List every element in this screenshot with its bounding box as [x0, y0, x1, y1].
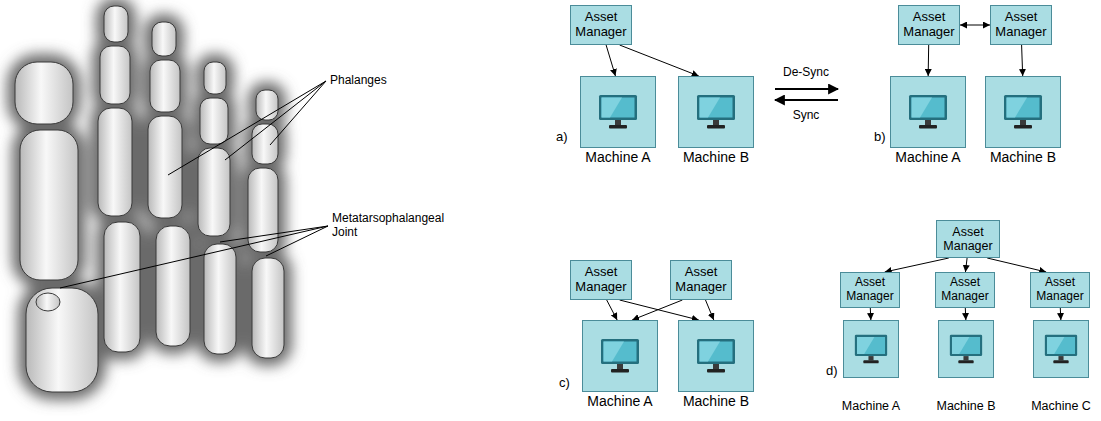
- machine-name: Machine B: [936, 399, 995, 413]
- connector-arrow: [606, 45, 615, 76]
- connector-arrow: [987, 258, 1046, 272]
- panel-letter: b): [874, 130, 886, 145]
- connector-arrow: [965, 258, 967, 272]
- leader-line: [266, 226, 328, 256]
- panel-letter: c): [559, 376, 570, 391]
- machine-name: Machine B: [990, 149, 1056, 165]
- computer-icon: [600, 338, 640, 374]
- leader-line: [270, 81, 326, 145]
- machine-name: Machine B: [683, 393, 749, 409]
- machine-name: Machine A: [842, 399, 900, 413]
- connector-arrow: [965, 308, 967, 320]
- computer-icon: [1004, 95, 1042, 129]
- computer-icon: [697, 95, 735, 129]
- computer-icon: [909, 95, 947, 129]
- connector-arrow: [885, 258, 949, 272]
- computer-icon: [1044, 334, 1078, 365]
- machine-box: Machine A: [582, 320, 658, 392]
- machine-name: Machine A: [585, 149, 650, 165]
- computer-icon: [696, 338, 736, 374]
- asset-manager-box: Asset Manager: [670, 260, 732, 300]
- machine-box: Machine B: [938, 320, 994, 378]
- box-label: Asset Manager: [991, 10, 1051, 40]
- machine-box: Machine B: [678, 76, 754, 148]
- machine-name: Machine C: [1031, 399, 1091, 413]
- computer-icon: [598, 94, 638, 130]
- foot-bones: [15, 6, 284, 392]
- connector-arrow: [620, 45, 699, 76]
- connector-arrow: [928, 45, 930, 76]
- transition-label: Sync: [793, 109, 820, 123]
- bone-halo: [15, 6, 284, 392]
- box-label: Asset Manager: [571, 265, 631, 295]
- machine-box: Machine B: [678, 320, 754, 392]
- box-label: Asset Manager: [899, 10, 959, 40]
- leader-line: [60, 226, 328, 288]
- connector-arrow: [620, 300, 699, 320]
- computer-icon: [855, 335, 887, 363]
- computer-icon: [1003, 94, 1043, 130]
- asset-manager-box: Asset Manager: [840, 272, 900, 308]
- connector-arrow: [1060, 308, 1062, 320]
- connector-arrow: [632, 300, 682, 320]
- connector-arrow: [1022, 45, 1023, 76]
- machine-box: Machine C: [1033, 320, 1089, 378]
- computer-icon: [908, 94, 948, 130]
- asset-manager-box: Asset Manager: [936, 220, 1000, 258]
- asset-manager-box: Asset Manager: [570, 5, 632, 45]
- machine-box: Machine A: [843, 320, 899, 378]
- box-label: Asset Manager: [671, 265, 731, 295]
- machine-box: Machine A: [890, 76, 966, 148]
- computer-icon: [854, 334, 888, 365]
- part-label: Metatarsophalangeal Joint: [332, 212, 444, 240]
- desync-arrow: [775, 88, 838, 90]
- box-label: Asset Manager: [841, 276, 899, 304]
- computer-icon: [601, 339, 639, 373]
- computer-icon: [949, 334, 983, 365]
- part-label: Phalanges: [330, 74, 387, 88]
- transition-label: De-Sync: [783, 66, 829, 80]
- machine-name: Machine A: [587, 393, 652, 409]
- panel-letter: d): [826, 364, 838, 379]
- connector-arrow: [870, 308, 872, 320]
- machine-box: Machine B: [985, 76, 1061, 148]
- asset-manager-box: Asset Manager: [898, 5, 960, 45]
- connector-arrow: [706, 300, 714, 320]
- machine-name: Machine B: [683, 149, 749, 165]
- computer-icon: [1045, 335, 1077, 363]
- connector-arrow: [960, 25, 990, 26]
- box-label: Asset Manager: [1031, 276, 1089, 304]
- asset-manager-box: Asset Manager: [935, 272, 995, 308]
- asset-manager-box: Asset Manager: [1030, 272, 1090, 308]
- asset-manager-box: Asset Manager: [990, 5, 1052, 45]
- computer-icon: [599, 95, 637, 129]
- box-label: Asset Manager: [571, 10, 631, 40]
- computer-icon: [950, 335, 982, 363]
- computer-icon: [697, 339, 735, 373]
- leader-lines: [60, 81, 328, 288]
- leader-line: [225, 81, 326, 160]
- box-label: Asset Manager: [937, 225, 999, 254]
- box-label: Asset Manager: [936, 276, 994, 304]
- machine-name: Machine A: [895, 149, 960, 165]
- panel-letter: a): [556, 130, 568, 145]
- connector-arrow: [607, 300, 617, 320]
- machine-box: Machine A: [580, 76, 656, 148]
- sync-arrow: [775, 99, 838, 101]
- computer-icon: [696, 94, 736, 130]
- leader-line: [168, 81, 326, 175]
- asset-manager-box: Asset Manager: [570, 260, 632, 300]
